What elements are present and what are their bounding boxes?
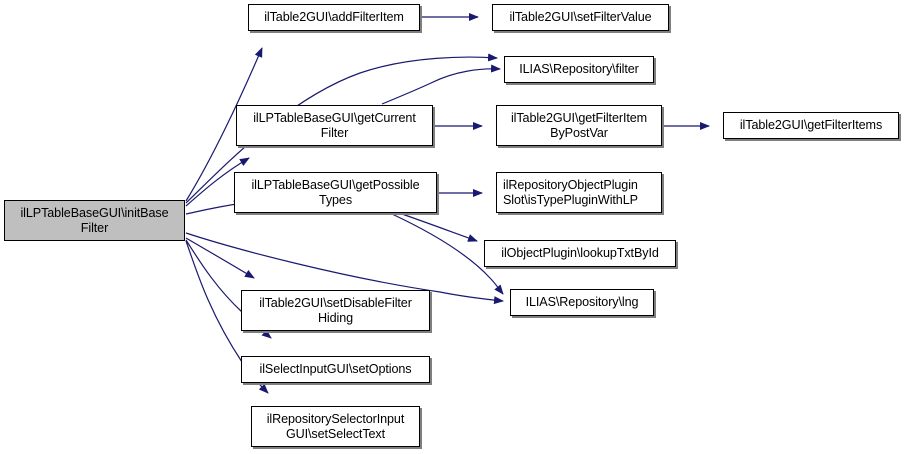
graph-node-repositoryFilter[interactable]: ILIAS\Repository\filter: [504, 56, 654, 83]
graph-node-addFilterItem[interactable]: ilTable2GUI\addFilterItem: [248, 4, 420, 31]
graph-node-isTypePluginWithLP[interactable]: ilRepositoryObjectPlugin Slot\isTypePlug…: [496, 172, 662, 213]
graph-node-setFilterValue[interactable]: ilTable2GUI\setFilterValue: [492, 4, 669, 31]
graph-edge: [185, 53, 498, 204]
graph-node-getCurrentFilter[interactable]: ilLPTableBaseGUI\getCurrent Filter: [236, 105, 433, 146]
graph-node-lookupTxtById[interactable]: ilObjectPlugin\lookupTxtById: [484, 240, 676, 267]
graph-edge: [185, 157, 250, 207]
graph-edge: [185, 237, 255, 279]
graph-node-initBaseFilter[interactable]: ilLPTableBaseGUI\initBase Filter: [4, 200, 185, 241]
graph-node-setDisableFilterHiding[interactable]: ilTable2GUI\setDisableFilter Hiding: [241, 290, 430, 331]
graph-edge: [381, 64, 501, 105]
graph-edge: [401, 213, 478, 242]
graph-node-setOptions[interactable]: ilSelectInputGUI\setOptions: [241, 356, 430, 383]
graph-edge: [391, 213, 504, 295]
graph-node-getFilterItemByPostVar[interactable]: ilTable2GUI\getFilterItem ByPostVar: [496, 105, 662, 146]
graph-node-repositoryLng[interactable]: ILIAS\Repository\lng: [510, 289, 654, 316]
graph-node-getFilterItems[interactable]: ilTable2GUI\getFilterItems: [723, 112, 899, 139]
graph-node-setSelectText[interactable]: ilRepositorySelectorInput GUI\setSelectT…: [251, 406, 420, 447]
graph-edge: [185, 232, 504, 305]
graph-edge: [185, 47, 263, 202]
graph-node-getPossibleTypes[interactable]: ilLPTableBaseGUI\getPossible Types: [234, 172, 437, 213]
edge-group: [185, 13, 710, 394]
